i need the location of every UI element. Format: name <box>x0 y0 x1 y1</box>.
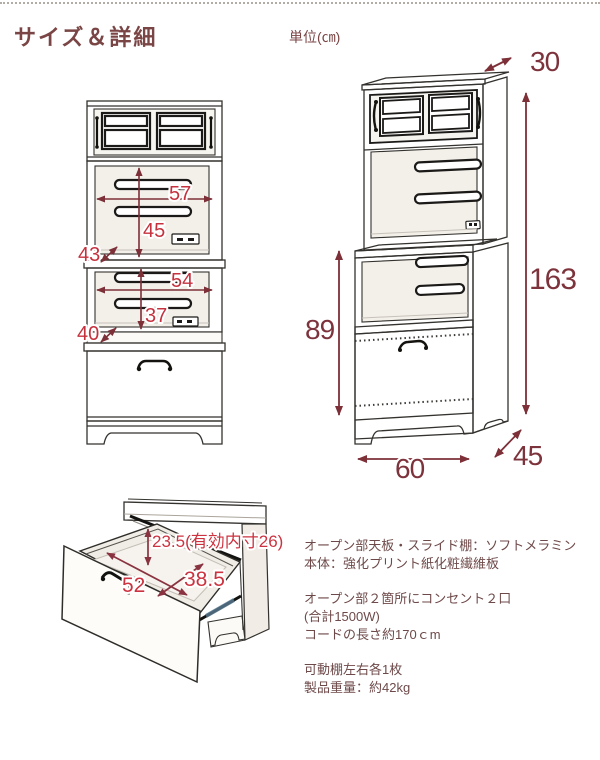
dim-label-top-depth: 30 <box>530 46 560 77</box>
middle-open-section <box>86 267 223 333</box>
vent-slot <box>113 271 193 284</box>
dim-label-upper-width: 57 <box>169 183 191 205</box>
drawer-handle-icon <box>397 339 429 351</box>
spec-group-materials: オープン部天板・スライド棚：ソフトメラミン 本体：強化プリント紙化粧繊維板 <box>304 537 596 573</box>
perspective-view-diagram: 30 163 89 60 45 <box>303 44 579 485</box>
sliding-door-right <box>155 111 207 151</box>
dim-label-upper-depth: 43 <box>78 244 100 266</box>
top-dotted-divider <box>0 2 600 4</box>
spec-line: 本体：強化プリント紙化粧繊維板 <box>304 556 500 571</box>
vent-slot <box>414 254 470 269</box>
door-handle-icon <box>95 116 213 149</box>
dim-label-middle-width: 54 <box>171 270 193 292</box>
spec-line: オープン部２箇所にコンセント２口 <box>304 591 512 606</box>
dim-label-lower-height: 89 <box>305 314 335 345</box>
vent-slot <box>413 158 483 173</box>
spec-group-other: 可動棚左右各1枚 製品重量：約42kg <box>304 661 596 697</box>
counter-slab <box>83 259 226 269</box>
dim-label-width: 60 <box>395 453 425 484</box>
dimension-arrows <box>96 167 213 343</box>
sliding-door-right <box>428 91 473 135</box>
upper-open-section <box>86 160 223 261</box>
page-title: サイズ＆詳細 <box>14 25 158 50</box>
outlet-icon <box>172 316 199 327</box>
dimension-arrows <box>106 528 204 597</box>
dim-label-middle-depth: 40 <box>77 323 99 345</box>
sliding-door-left <box>379 94 424 138</box>
dim-label-total-height: 163 <box>529 263 576 296</box>
dim-label-drawer-inner-depth: 38.5 <box>184 568 225 591</box>
spec-line: (合計1500W) <box>304 609 380 624</box>
spec-text-block: オープン部天板・スライド棚：ソフトメラミン 本体：強化プリント紙化粧繊維板 オー… <box>304 537 596 714</box>
unit-label: 単位(㎝) <box>289 29 341 45</box>
hutch-cabinet <box>86 100 223 162</box>
drawer-handle-icon <box>136 359 173 370</box>
dim-label-depth: 45 <box>513 440 543 471</box>
dim-label-drawer-inner-width: 52 <box>122 574 145 597</box>
vent-slot <box>113 205 193 218</box>
foot-arch <box>210 632 246 647</box>
dim-label-upper-height: 45 <box>143 220 165 242</box>
spec-line: 製品重量：約42kg <box>304 680 411 695</box>
vent-slot <box>113 297 193 310</box>
spec-line: 可動棚左右各1枚 <box>304 662 403 677</box>
spec-line: オープン部天板・スライド棚：ソフトメラミン <box>304 538 577 553</box>
outlet-icon <box>465 220 481 230</box>
vent-slot <box>113 178 193 191</box>
door-handle-icon <box>372 97 482 132</box>
base-plinth <box>354 420 474 445</box>
vent-slot <box>413 190 483 205</box>
drawer-front <box>354 326 474 421</box>
spec-group-outlet: オープン部２箇所にコンセント２口 (合計1500W) コードの長さ約170ｃm <box>304 590 596 644</box>
dim-label-drawer-inner-height: 23.5(有効内寸26) <box>152 532 283 551</box>
counter-slab <box>83 342 226 352</box>
vent-slot <box>414 282 466 297</box>
sliding-door-left <box>100 111 152 151</box>
lower-cabinet <box>354 238 509 445</box>
drawer-detail-diagram: 23.5(有効内寸26) 52 38.5 <box>61 498 285 684</box>
dim-label-middle-height: 37 <box>145 305 167 327</box>
dimension-arrows <box>335 57 530 463</box>
base-plinth <box>86 420 223 445</box>
outlet-icon <box>171 233 200 245</box>
cabinet-body <box>123 498 270 648</box>
front-view-diagram: 57 45 43 54 37 40 <box>75 100 226 445</box>
spec-line: コードの長さ約170ｃm <box>304 627 441 642</box>
hutch-cabinet <box>361 71 510 251</box>
drawer-front <box>86 350 223 422</box>
gap-band <box>86 331 223 344</box>
